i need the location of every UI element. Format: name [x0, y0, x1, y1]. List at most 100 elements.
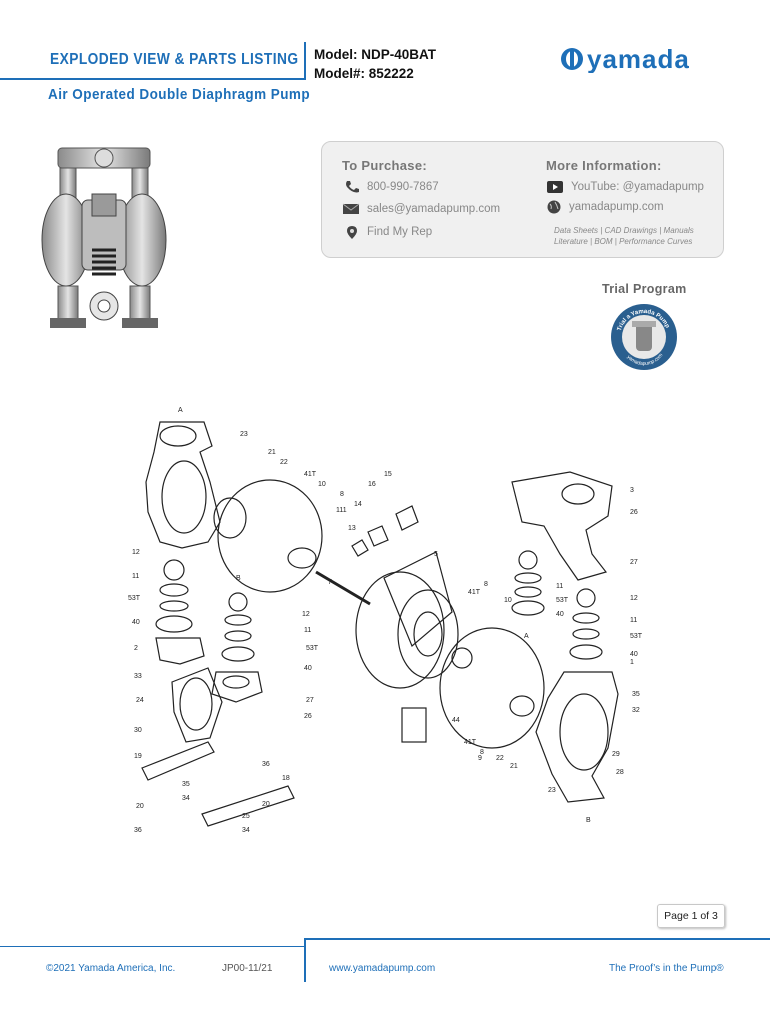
part-callout: 53T — [128, 595, 141, 602]
part-callout: 23 — [548, 787, 556, 794]
footer-copyright: ©2021 Yamada America, Inc. — [46, 963, 176, 974]
part-callout: 40 — [630, 651, 638, 658]
part-callout: 111 — [336, 507, 347, 514]
part-callout: 25 — [242, 813, 250, 820]
part-callout: 41T — [304, 471, 317, 478]
part-callout: 11 — [132, 573, 139, 580]
part-callout: 22 — [280, 459, 288, 466]
part-callout: 20 — [136, 803, 144, 810]
part-callout: 21 — [268, 449, 276, 456]
part-callout: 8 — [484, 581, 488, 588]
part-callout: 11 — [304, 627, 311, 634]
website-text: yamadapump.com — [569, 201, 664, 213]
part-callout: 40 — [556, 611, 564, 618]
part-callout: 53T — [306, 645, 319, 652]
pump-photo — [41, 147, 167, 328]
email-text: sales@yamadapump.com — [367, 203, 501, 215]
part-callout: 22 — [496, 755, 504, 762]
part-callout: 16 — [368, 481, 376, 488]
part-callout: B — [586, 817, 591, 824]
resources-line-2: Literature | BOM | Performance Curves — [554, 237, 693, 246]
part-callout: 13 — [348, 525, 356, 532]
part-callout: 14 — [354, 501, 362, 508]
youtube-icon — [547, 181, 563, 193]
page-indicator: Page 1 of 3 — [657, 904, 725, 928]
map-pin-icon — [347, 226, 357, 239]
email-link[interactable]: sales@yamadapump.com — [342, 202, 500, 216]
footer-rule-left — [0, 946, 305, 947]
phone-icon — [346, 181, 359, 193]
part-callout: 34 — [182, 795, 190, 802]
part-callout: 18 — [282, 775, 290, 782]
part-callout: 8 — [480, 749, 484, 756]
part-callout: 34 — [242, 827, 250, 834]
part-callout: 12 — [132, 549, 140, 556]
part-callout: 35 — [182, 781, 190, 788]
header-rule — [0, 78, 305, 80]
part-callout: 27 — [630, 559, 638, 566]
youtube-text: YouTube: @yamadapump — [571, 181, 704, 193]
resources-line-1: Data Sheets | CAD Drawings | Manuals — [554, 226, 694, 235]
part-callout: 12 — [302, 611, 310, 618]
trial-program-badge[interactable]: Trial a Yamada Pump yamadapump.com — [610, 303, 678, 371]
part-callout: 15 — [384, 471, 392, 478]
website-link[interactable]: yamadapump.com — [546, 200, 664, 214]
model-name: Model: NDP-40BAT — [314, 47, 437, 62]
part-callout: 24 — [136, 697, 144, 704]
part-callout: 9 — [478, 755, 482, 762]
part-callout: 10 — [318, 481, 326, 488]
part-callout: 7 — [328, 579, 332, 586]
youtube-link[interactable]: YouTube: @yamadapump — [546, 180, 704, 194]
part-callout: A — [524, 633, 529, 640]
phone-link[interactable]: 800-990-7867 — [344, 180, 439, 194]
document-title: EXPLODED VIEW & PARTS LISTING — [50, 51, 299, 68]
part-callout: 28 — [616, 769, 624, 776]
header-divider — [304, 42, 306, 80]
globe-icon — [547, 200, 561, 214]
envelope-icon — [342, 203, 360, 214]
part-callout: 20 — [262, 801, 270, 808]
part-callout: 53T — [630, 633, 643, 640]
part-callout: 5 — [434, 551, 438, 558]
part-callout: 2 — [134, 645, 138, 652]
yamada-logo: yamada — [561, 45, 690, 73]
info-heading: More Information: — [546, 158, 662, 173]
part-callout: 11 — [556, 583, 563, 590]
part-callout: 26 — [630, 509, 638, 516]
part-callout: 40 — [132, 619, 140, 626]
footer-tagline: The Proof’s in the Pump® — [609, 963, 724, 974]
part-callout: 44 — [452, 717, 460, 724]
footer-rule-right — [305, 938, 770, 940]
exploded-view-diagram: A23212241T108111121153T40233243019353420… — [128, 407, 643, 834]
phone-text: 800-990-7867 — [367, 181, 439, 193]
trial-program-label: Trial Program — [602, 282, 687, 296]
part-callout: 41T — [468, 589, 481, 596]
find-rep-text: Find My Rep — [367, 226, 433, 238]
find-rep-link[interactable]: Find My Rep — [344, 225, 432, 239]
part-callout: 32 — [632, 707, 640, 714]
part-callout: 1 — [630, 659, 634, 666]
footer-doc-code: JP00-11/21 — [222, 963, 273, 974]
part-callout: 12 — [630, 595, 638, 602]
part-callout: 36 — [134, 827, 142, 834]
footer-url[interactable]: www.yamadapump.com — [329, 963, 436, 974]
part-callout: 21 — [510, 763, 518, 770]
part-callout: 53T — [556, 597, 569, 604]
part-callout: 8 — [340, 491, 344, 498]
purchase-heading: To Purchase: — [342, 158, 427, 173]
part-callout: 26 — [304, 713, 312, 720]
model-info: Model: NDP-40BAT Model#: 852222 — [314, 45, 436, 83]
part-callout: 41T — [464, 739, 477, 746]
part-callout: 29 — [612, 751, 620, 758]
part-callout: 35 — [632, 691, 640, 698]
logo-text: yamada — [587, 45, 690, 73]
part-callout: 30 — [134, 727, 142, 734]
part-callout: 10 — [504, 597, 512, 604]
part-callout: 11 — [630, 617, 637, 624]
part-callout: B — [236, 575, 241, 582]
part-callout: 23 — [240, 431, 248, 438]
part-callout: A — [178, 407, 183, 414]
part-callout: 19 — [134, 753, 142, 760]
contact-card: To Purchase: 800-990-7867 sales@yamadapu… — [321, 141, 724, 258]
part-callout: 40 — [304, 665, 312, 672]
